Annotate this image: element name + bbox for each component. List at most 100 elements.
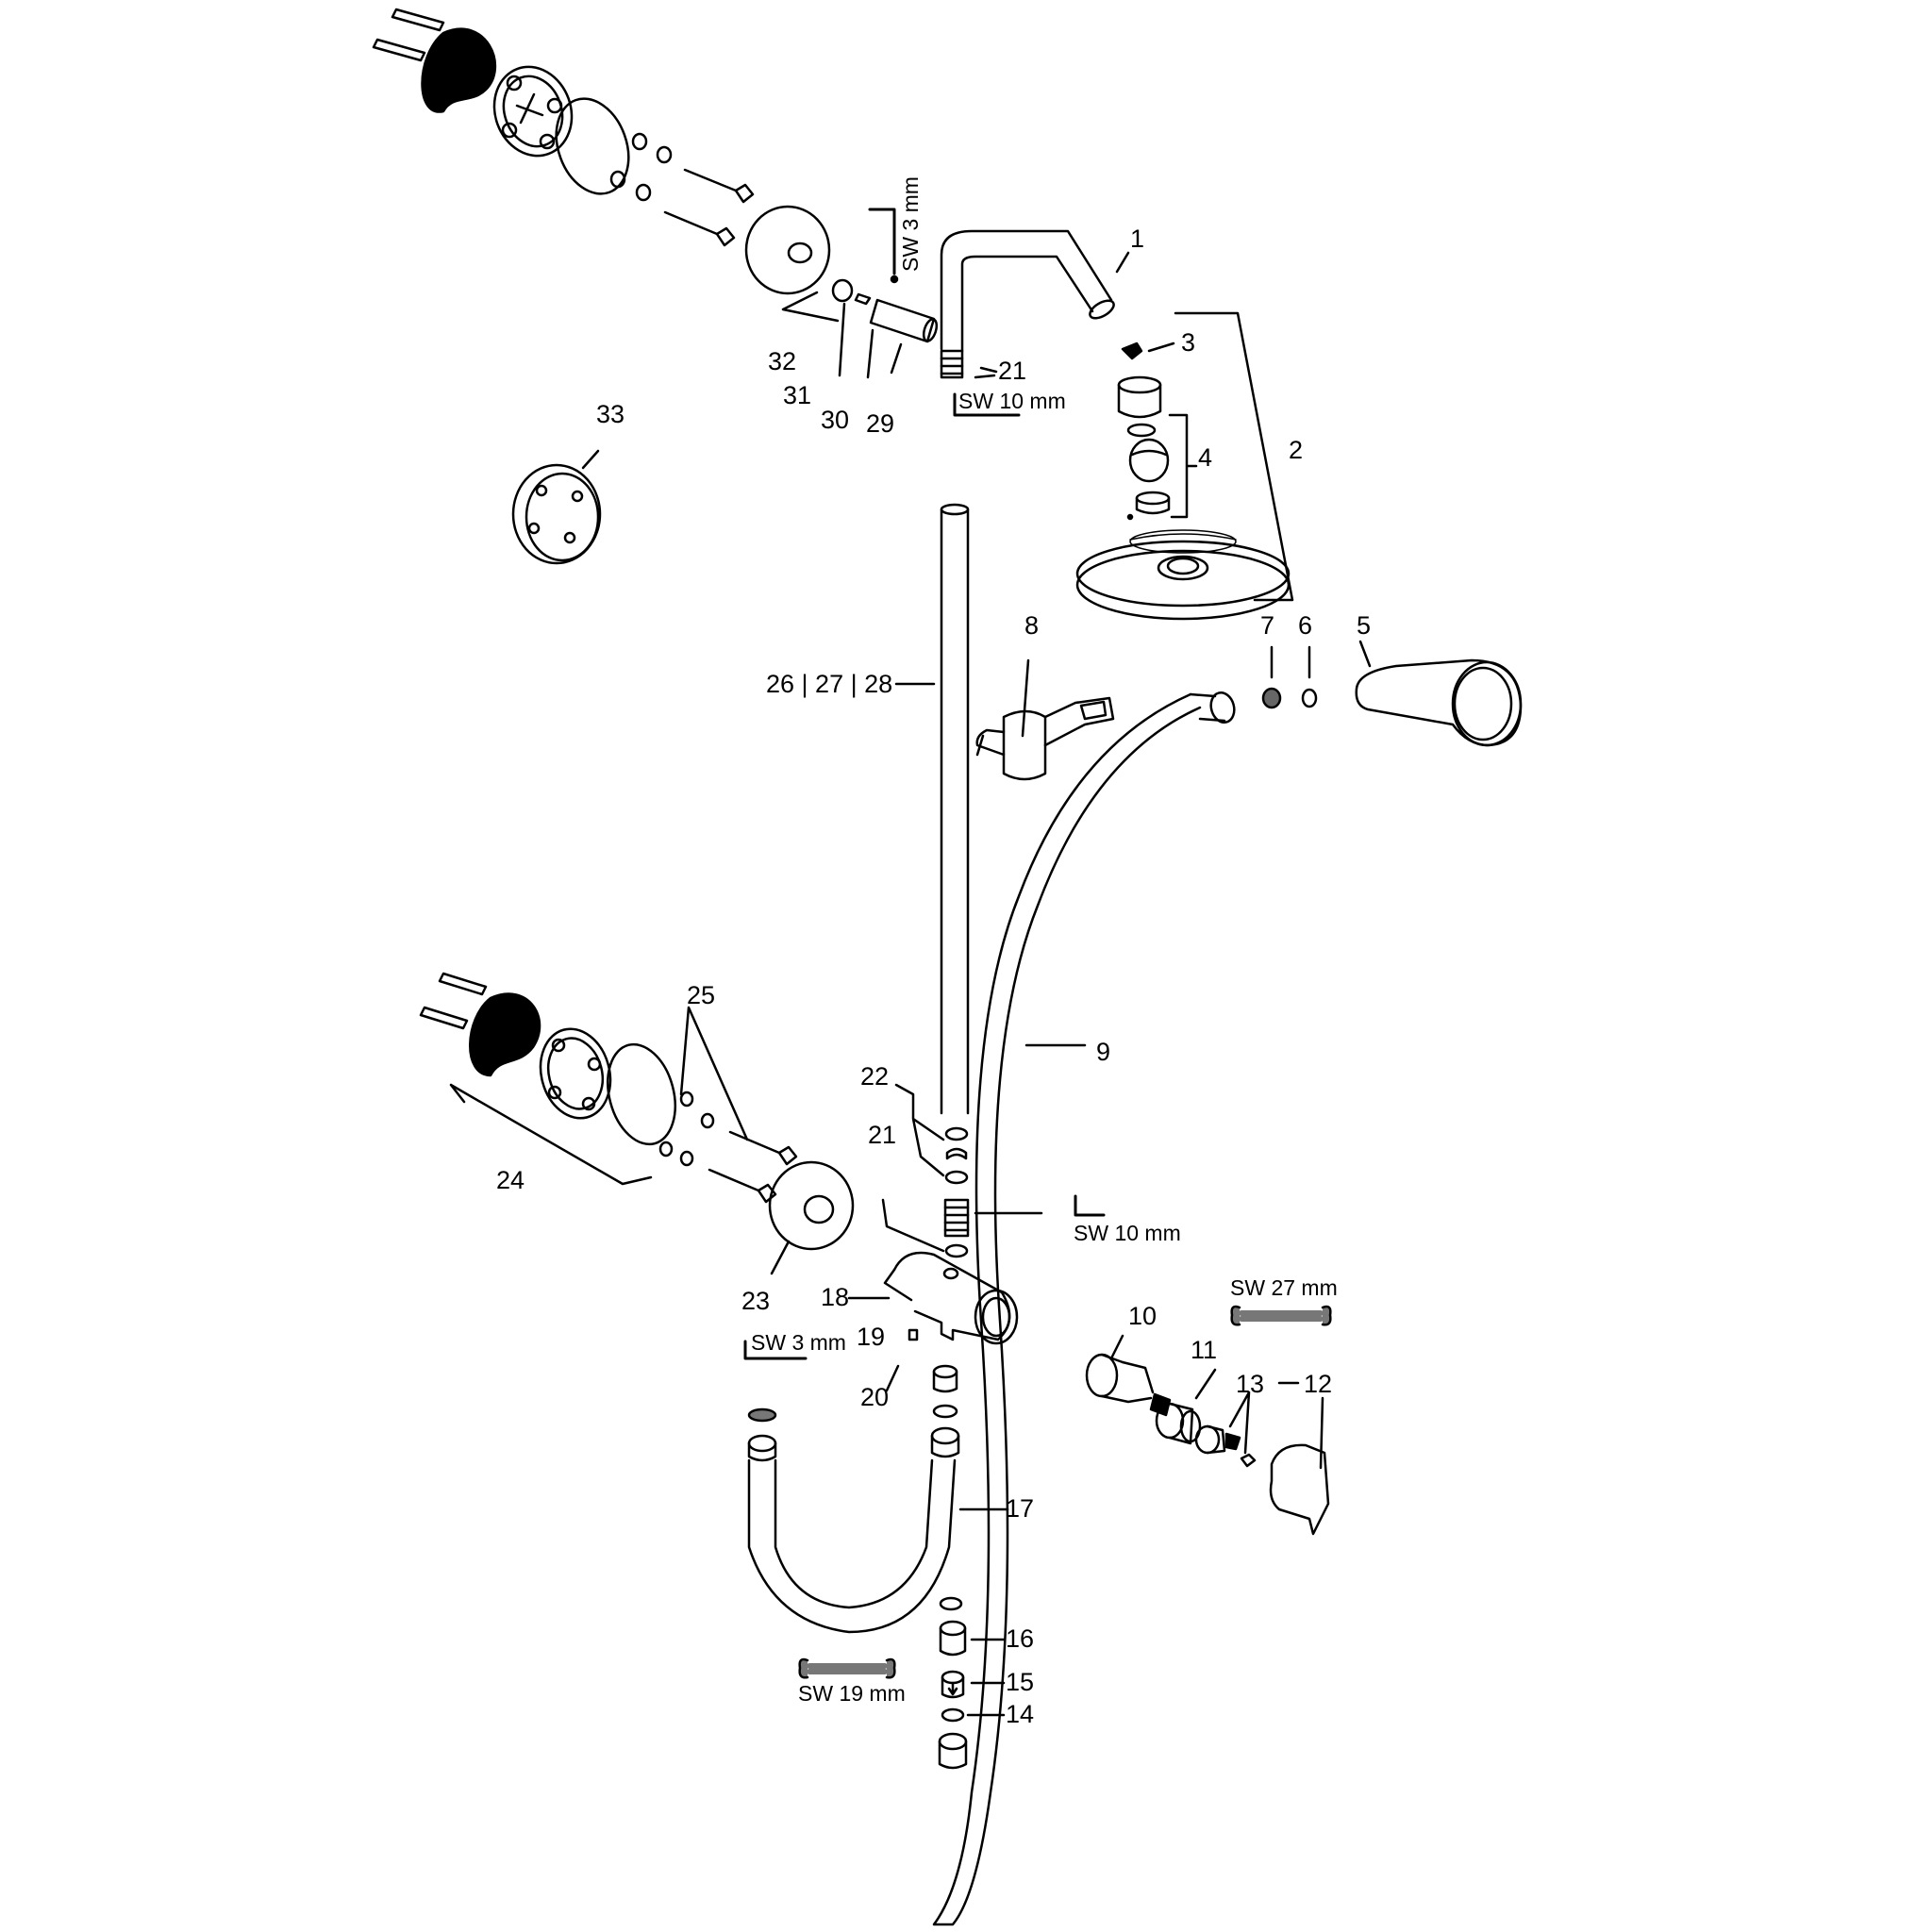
- o-ring-icon: [555, 97, 630, 195]
- grub-screw-icon: [854, 292, 872, 306]
- mixer-body-icon: [847, 1251, 1019, 1345]
- leader-lines: [966, 1638, 1006, 1717]
- leader-lines: [894, 1083, 945, 1177]
- washer-icon: [609, 132, 673, 202]
- dowel-screw-icon: [419, 1006, 469, 1030]
- tool-hex-key-10mm-icon: [953, 392, 1021, 417]
- tool-label-sw19: SW 19 mm: [798, 1681, 906, 1706]
- ball-joint-nut-icon: [1117, 375, 1162, 419]
- wall-bracket-icon: [539, 1027, 612, 1120]
- tool-label-sw10-bottom: SW 10 mm: [1074, 1221, 1181, 1245]
- part-label-6: 6: [1298, 611, 1313, 640]
- black-seal-plate-icon: [421, 27, 496, 113]
- part-label-33: 33: [596, 400, 625, 428]
- part-label-22: 22: [860, 1062, 890, 1091]
- wrench-27mm-icon: [1230, 1305, 1332, 1326]
- overhead-shower-assembly: [1075, 311, 1294, 621]
- part-label-17: 17: [1006, 1494, 1035, 1523]
- wood-screw-icon: [708, 1130, 798, 1204]
- flow-limiter-icon: [1301, 688, 1318, 708]
- part-label-5: 5: [1357, 611, 1372, 640]
- o-ring-icon: [939, 1596, 963, 1611]
- slide-rail-icon: [894, 503, 970, 1115]
- bracket-line: [1174, 311, 1294, 602]
- leader-line: [881, 1198, 945, 1253]
- part-label-13: 13: [1236, 1370, 1265, 1398]
- part-label-21-bottom: 21: [868, 1121, 897, 1149]
- part-label-14: 14: [1006, 1700, 1035, 1728]
- dowel-screw-icon: [438, 972, 488, 996]
- tool-label-sw3-bottom: SW 3 mm: [751, 1330, 846, 1355]
- connection-hose-icon: [747, 1407, 1009, 1634]
- leader-line: [1115, 251, 1130, 274]
- part-label-9: 9: [1096, 1038, 1111, 1066]
- spring-icon: [1121, 341, 1143, 360]
- cover-rosette-icon: [744, 205, 831, 295]
- overhead-shower-head-icon: [1075, 529, 1291, 621]
- part-label-30: 30: [821, 406, 850, 434]
- leader-lines: [449, 1083, 653, 1186]
- leader-lines: [781, 291, 903, 379]
- tool-hex-key-10mm-icon: [1074, 1194, 1106, 1217]
- check-valve-icon: [941, 1670, 965, 1699]
- tool-label-sw3-top: SW 3 mm: [898, 176, 923, 272]
- part-label-31: 31: [783, 381, 812, 409]
- o-ring-icon: [944, 1126, 969, 1141]
- wall-bracket-icon: [492, 65, 574, 158]
- leader-line: [1147, 341, 1175, 353]
- part-label-29: 29: [866, 409, 895, 438]
- hand-shower-parts: [1261, 640, 1523, 747]
- screw-icon: [1240, 1453, 1257, 1468]
- leader-lines: [1270, 640, 1372, 679]
- part-label-25: 25: [687, 981, 716, 1009]
- wall-connector-sleeve-icon: [869, 298, 939, 343]
- cover-cap-icon: [511, 449, 602, 565]
- shower-arm-icon: [940, 229, 1130, 379]
- washer-icon: [658, 1091, 715, 1167]
- part-label-1: 1: [1130, 225, 1145, 253]
- dowel-screw-icon: [372, 8, 445, 62]
- top-wall-bracket-set: [372, 8, 939, 379]
- part-label-3: 3: [1181, 328, 1196, 357]
- nut-icon: [939, 1620, 967, 1657]
- connector-nut-icon: [1135, 491, 1171, 515]
- part-label-26-27-28: 26 | 27 | 28: [766, 670, 893, 698]
- shower-holder-slider-icon: [975, 658, 1115, 781]
- clip-icon: [945, 1147, 968, 1160]
- part-label-19: 19: [857, 1323, 886, 1351]
- leader-line: [1021, 658, 1030, 738]
- wood-screw-icon: [663, 168, 755, 247]
- part-label-11: 11: [1191, 1336, 1218, 1364]
- part-label-8: 8: [1024, 611, 1040, 640]
- tool-hex-key-3mm-icon: [743, 1340, 808, 1360]
- o-ring-icon: [944, 1170, 969, 1185]
- leader-lines: [679, 1006, 749, 1141]
- cover-rosette-icon: [768, 1160, 855, 1251]
- small-seal-icon: [831, 278, 854, 303]
- part-label-16: 16: [1006, 1624, 1035, 1653]
- tool-hex-key-3mm-icon: [868, 208, 899, 284]
- o-ring-icon: [944, 1243, 969, 1258]
- leader-line: [885, 1364, 900, 1392]
- hand-shower-icon: [1355, 658, 1523, 747]
- bottom-wall-bracket-set: [419, 972, 855, 1275]
- part-label-20: 20: [860, 1383, 890, 1411]
- bracket-line: [1168, 413, 1198, 519]
- leader-line: [974, 366, 998, 379]
- thermostat-cartridge-icon: [1085, 1353, 1172, 1417]
- part-label-7: 7: [1260, 611, 1275, 640]
- filter-sieve-icon: [1261, 687, 1282, 709]
- part-label-15: 15: [1006, 1668, 1035, 1696]
- shower-hose-icon: [932, 691, 1236, 1926]
- part-label-4: 4: [1198, 443, 1213, 472]
- leader-line: [581, 449, 600, 470]
- rail-connector-parts: [881, 1083, 1043, 1258]
- thermostat-parts: [1085, 1334, 1330, 1536]
- black-seal-plate-icon: [469, 992, 541, 1077]
- adapter-icon: [1194, 1424, 1241, 1455]
- hose-end-icon: [938, 1732, 968, 1770]
- o-ring-icon: [941, 1707, 965, 1723]
- tool-label-sw27: SW 27 mm: [1230, 1275, 1338, 1300]
- part-label-18: 18: [821, 1283, 850, 1311]
